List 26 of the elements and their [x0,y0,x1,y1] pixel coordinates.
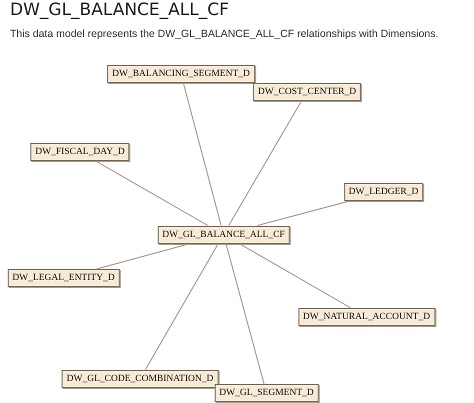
table-box [157,226,290,244]
connector-line [95,160,208,226]
table-box [214,384,319,402]
table-box [107,65,255,83]
table-box [252,82,362,100]
connector-line [225,243,265,384]
connector-line [238,243,352,308]
table-box [7,269,120,287]
connector-line [228,100,302,226]
table-box [62,370,218,388]
table-name: DW_BALANCING_SEGMENT_D [112,69,250,79]
table-box [344,183,424,201]
table-name: DW_GL_CODE_COMBINATION_D [66,374,214,384]
connector-line [182,82,222,226]
page-title: DW_GL_BALANCE_ALL_CF [10,0,229,20]
table-name: DW_FISCAL_DAY_D [35,147,125,157]
table-name: DW_COST_CENTER_D [258,86,356,96]
table-name: DW_GL_SEGMENT_D [219,388,314,398]
table-name: DW_GL_BALANCE_ALL_CF [162,230,285,240]
description-text: This data model represents the DW_GL_BALANCE_ALL_CF relationships with Dimensions. [10,28,438,40]
table-name: DW_LEGAL_ENTITY_D [12,273,115,283]
table-box [298,308,436,326]
table-name: DW_NATURAL_ACCOUNT_D [302,312,430,322]
table-box [30,143,130,161]
connector-line [144,243,219,370]
table-name: DW_LEDGER_D [348,187,418,197]
